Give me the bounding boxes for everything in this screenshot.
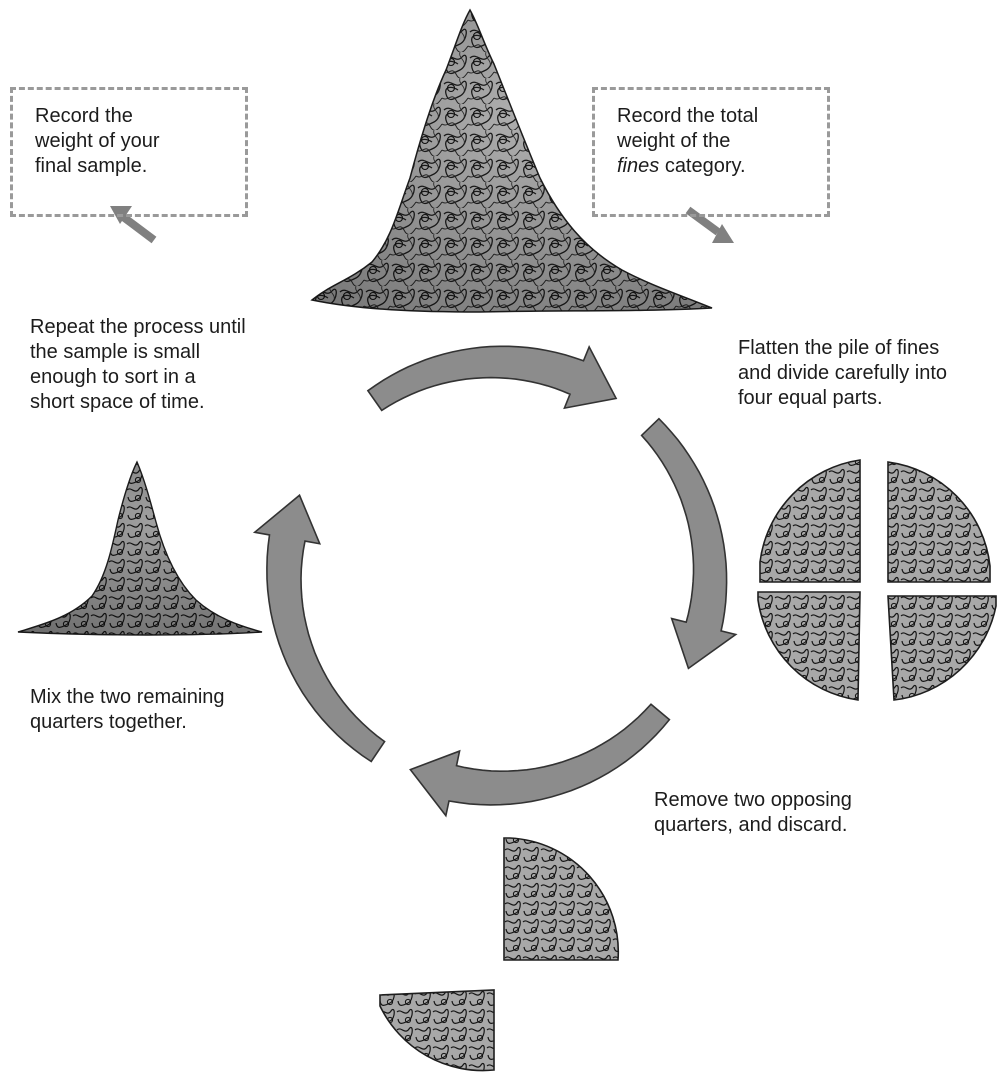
cycle-arrow-left xyxy=(252,493,386,763)
step-line: Flatten the pile of fines xyxy=(738,337,940,359)
step-flatten-label: Flatten the pile of fines and divide car… xyxy=(738,336,947,411)
step-line: the sample is small xyxy=(30,341,201,363)
step-line: short space of time. xyxy=(30,391,205,413)
cycle-arrow-bottom xyxy=(409,703,671,818)
note-line: final sample. xyxy=(35,155,148,177)
step-repeat-label: Repeat the process until the sample is s… xyxy=(30,315,246,415)
step-line: quarters, and discard. xyxy=(654,814,848,836)
step-line: and divide carefully into xyxy=(738,362,948,384)
note-line-tail: category. xyxy=(664,155,746,177)
large-pile-sketch xyxy=(310,8,713,313)
note-line: Record the total xyxy=(617,105,759,127)
note-line: fines category. xyxy=(617,154,827,179)
step-remove-label: Remove two opposing quarters, and discar… xyxy=(654,788,852,838)
small-pile-sketch xyxy=(17,460,263,636)
step-line: enough to sort in a xyxy=(30,366,196,388)
cycle-arrow-right xyxy=(640,417,738,670)
step-line: Remove two opposing xyxy=(654,789,852,811)
record-sample-text: Record the weight of your final sample. xyxy=(13,90,245,179)
record-fines-note: Record the total weight of the fines cat… xyxy=(592,87,830,217)
step-line: Mix the two remaining xyxy=(30,686,225,708)
record-fines-text: Record the total weight of the fines cat… xyxy=(595,90,827,179)
fines-emphasis: fines xyxy=(617,155,660,177)
four-quarters-sketch xyxy=(757,459,997,701)
step-line: four equal parts. xyxy=(738,387,883,409)
cycle-arrow-top xyxy=(366,345,618,412)
record-sample-note: Record the weight of your final sample. xyxy=(10,87,248,217)
note-line: weight of your xyxy=(35,130,160,152)
note-line: Record the xyxy=(35,105,133,127)
cycle-arrows xyxy=(252,345,738,818)
remaining-quarters-sketch xyxy=(379,837,620,1072)
step-mix-label: Mix the two remaining quarters together. xyxy=(30,685,225,735)
note-line: weight of the xyxy=(617,130,731,152)
step-line: Repeat the process until xyxy=(30,316,246,338)
step-line: quarters together. xyxy=(30,711,187,733)
